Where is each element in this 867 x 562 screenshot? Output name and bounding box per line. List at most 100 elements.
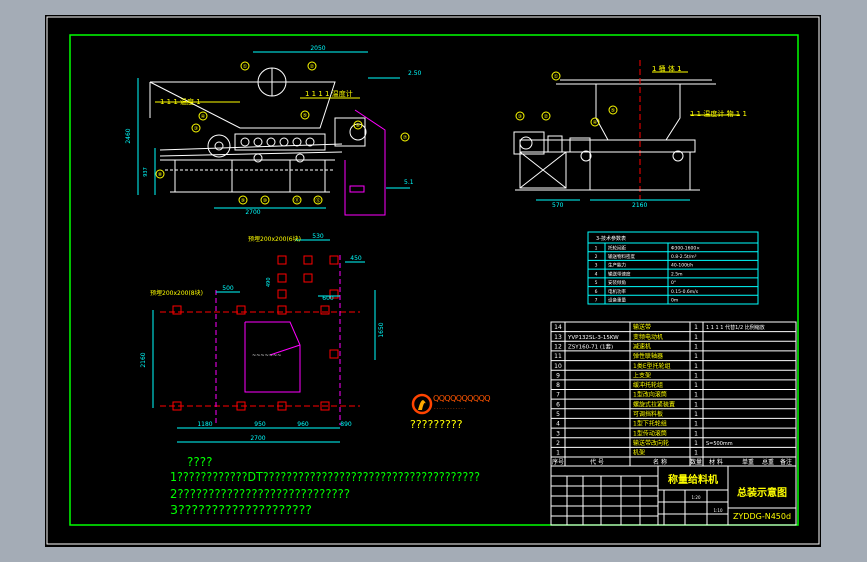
- svg-text:⑦: ⑦: [403, 135, 408, 141]
- belt-upper: [159, 143, 343, 151]
- spec-cell-no: 3: [595, 263, 598, 269]
- sheet-scale: 1:20: [692, 495, 701, 500]
- bom-header-cell: 单重: [742, 458, 754, 466]
- dim-height-lower: 937: [143, 167, 149, 177]
- svg-text:③: ③: [194, 126, 198, 132]
- spec-cell-value: Φ300-1600×: [671, 245, 700, 251]
- dim-height-total: 2460: [125, 128, 132, 143]
- bom-cell-name: 机架: [633, 449, 645, 457]
- bom-cell-no: 3: [556, 430, 560, 437]
- plan-dim-530: 530: [312, 233, 324, 240]
- bom-cell-qty: 1: [694, 392, 698, 399]
- anchor-plates: [172, 255, 339, 411]
- plan-dim-950: 950: [254, 421, 266, 428]
- bom-cell-qty: 1: [694, 401, 698, 408]
- spec-cell-name: 输送物料密度: [608, 253, 635, 260]
- bom-cell-name: 减速机: [633, 343, 651, 351]
- bom-cell-no: 7: [556, 392, 560, 399]
- bom-cell-no: 6: [556, 401, 560, 408]
- notes-line-1: 1????????????DT?????????????????????????…: [170, 470, 480, 484]
- front-view: 2050 2460 937 2700 2.50 5.1 1 1 1 温度 1 1…: [125, 45, 422, 216]
- drawing-name: 总装示意图: [737, 486, 787, 499]
- plan-dim-1650: 1650: [378, 322, 385, 337]
- bom-cell-no: 2: [556, 440, 560, 447]
- plan-dim-890: 890: [340, 421, 352, 428]
- spec-cell-no: 1: [595, 245, 598, 251]
- spec-cell-value: 0.8-2.5t/m³: [671, 254, 697, 260]
- spec-cell-name: 电机功率: [608, 288, 626, 295]
- side-dim-bottom: 2160: [632, 202, 647, 209]
- company-logo: QQQQQQQQQQ - - - - - - - - - - - - ?????…: [410, 393, 491, 431]
- spec-cell-no: 7: [595, 298, 598, 304]
- svg-text:⑪: ⑪: [294, 197, 299, 204]
- roller-row: [240, 137, 315, 163]
- spec-cell-name: 生产能力: [608, 262, 626, 269]
- level-bottom: 5.1: [404, 179, 414, 186]
- bom-cell-name: 螺旋式拉紧装置: [633, 400, 675, 408]
- frame-outline: [244, 321, 301, 393]
- logo-tagline: - - - - - - - - - - - -: [434, 406, 466, 411]
- bom-cell-name: 变频电动机: [633, 333, 663, 341]
- bom-cell-note: S=500mm: [706, 441, 733, 447]
- side-note-2: 1 1 温度计 物 1 1: [690, 109, 747, 118]
- bom-cell-qty: 1: [694, 411, 698, 418]
- bom-cell-no: 11: [554, 353, 562, 360]
- bom-cell-code: ZSY160-71 (1套): [568, 343, 613, 351]
- front-note-1: 1 1 1 温度 1: [160, 97, 201, 106]
- bom-header-cell: 备注: [780, 458, 792, 466]
- svg-text:⑧: ⑧: [158, 172, 163, 178]
- spec-cell-no: 6: [595, 289, 598, 295]
- bom-header-cell: 代 号: [590, 458, 604, 466]
- level-top: 2.50: [408, 70, 422, 77]
- drive-drum: [207, 134, 231, 158]
- bom-cell-qty: 1: [694, 363, 698, 370]
- front-callouts: ① ② ③ ④ ⑤ ⑥ ⑦ ⑧ ⑨ ⑩ ⑪ ⑫: [155, 61, 410, 205]
- bom-cell-name: 缓冲托轮组: [633, 381, 663, 389]
- svg-text:③: ③: [518, 114, 522, 120]
- belt-lower: [159, 151, 343, 157]
- plan-dim-2160: 2160: [140, 352, 147, 367]
- bom-cell-qty: 1: [694, 382, 698, 389]
- spec-cell-no: 5: [595, 280, 598, 286]
- bom-cell-qty: 1: [694, 334, 698, 341]
- plan-note-1: 预埋200x200(6块): [248, 235, 301, 243]
- svg-text:~~~~~~~: ~~~~~~~: [252, 353, 281, 359]
- bom-cell-no: 13: [554, 334, 562, 341]
- bom-cell-no: 14: [554, 324, 562, 331]
- bom-cell-no: 5: [556, 411, 560, 418]
- bom-cell-qty: 1: [694, 430, 698, 437]
- bom-cell-name: 可调挡料板: [633, 410, 663, 418]
- bom-cell-no: 10: [554, 363, 562, 370]
- machine-name: 称量给料机: [668, 473, 718, 486]
- bom-cell-name: 弹性联轴器: [633, 352, 663, 360]
- title-block: 称量给料机 总装示意图 ZYDDG-N450d 1:10 1:20: [550, 465, 797, 526]
- inner-border: [69, 34, 799, 526]
- bom-cell-name: 1类E型托轮组: [633, 362, 671, 370]
- logo-text: ?????????: [410, 418, 463, 431]
- bom-cell-no: 1: [556, 450, 560, 457]
- notes-line-2: 2????????????????????????????: [170, 487, 350, 501]
- bom-cell-name: 1型改向滚筒: [633, 391, 667, 399]
- svg-text:④: ④: [201, 114, 206, 120]
- bom-header-cell: 总重: [762, 458, 774, 466]
- bom-cell-qty: 1: [694, 421, 698, 428]
- svg-text:⑫: ⑫: [315, 197, 320, 204]
- bom-cell-no: 12: [554, 344, 562, 351]
- spec-title: 3-技术参数表: [596, 235, 626, 242]
- bom-cell-name: 输送带: [633, 323, 651, 331]
- plan-dim-450: 450: [350, 255, 362, 262]
- spec-cell-name: 输送带速度: [608, 270, 631, 277]
- side-note-1: 1 桶 体 1: [652, 64, 682, 73]
- plan-dim-2700: 2700: [250, 435, 265, 442]
- svg-text:④: ④: [593, 120, 598, 126]
- bom-cell-code: YVP132SL-3-15KW: [567, 335, 619, 341]
- bom-cell-qty: 1: [694, 372, 698, 379]
- bom-cell-qty: 1: [694, 450, 698, 457]
- bom-cell-no: 4: [556, 421, 560, 428]
- notes-line-3: 3????????????????????: [170, 503, 312, 517]
